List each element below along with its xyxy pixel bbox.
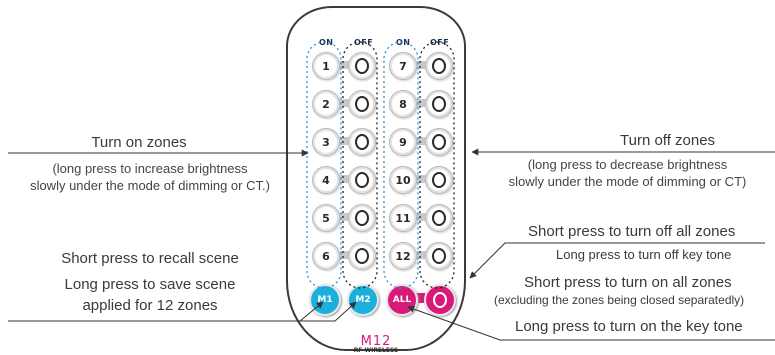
key-tone-off-label: Long press to turn off key tone — [556, 247, 732, 262]
brand-logo: M12 — [360, 334, 392, 349]
turn-off-zones-title: Turn off zones — [620, 132, 716, 149]
brand-subtitle: RF WIRELESS — [353, 347, 399, 354]
zone-on-button-7[interactable]: 7 — [389, 52, 417, 80]
zone-off-button-12[interactable] — [425, 242, 453, 270]
zone-off-button-5[interactable] — [348, 204, 376, 232]
scene-m2-button[interactable]: M2 — [347, 284, 379, 316]
column-label-on-right: ON — [396, 38, 411, 47]
zone-on-button-8[interactable]: 8 — [389, 90, 417, 118]
turn-off-all-label: Short press to turn off all zones — [528, 223, 736, 240]
zone-off-button-10[interactable] — [425, 166, 453, 194]
zone-on-button-12[interactable]: 12 — [389, 242, 417, 270]
zone-on-button-2[interactable]: 2 — [312, 90, 340, 118]
recall-scene-label: Short press to recall scene — [61, 250, 239, 267]
column-label-off-left: OFF — [354, 38, 374, 47]
zone-on-button-9[interactable]: 9 — [389, 128, 417, 156]
all-off-button[interactable] — [424, 284, 456, 316]
zone-off-button-9[interactable] — [425, 128, 453, 156]
zone-on-button-6[interactable]: 6 — [312, 242, 340, 270]
column-label-off-right: OFF — [430, 38, 450, 47]
key-tone-callout-line — [407, 305, 775, 341]
zone-off-button-2[interactable] — [348, 90, 376, 118]
zone-off-button-1[interactable] — [348, 52, 376, 80]
zone-on-button-4[interactable]: 4 — [312, 166, 340, 194]
off-all-callout-line — [469, 242, 765, 279]
column-label-on-left: ON — [319, 38, 334, 47]
save-scene-label-line2: applied for 12 zones — [82, 297, 218, 314]
scene-m1-button[interactable]: M1 — [309, 284, 341, 316]
zone-off-button-3[interactable] — [348, 128, 376, 156]
turn-off-zones-note-line1: (long press to decrease brightness — [527, 157, 728, 172]
zone-on-button-10[interactable]: 10 — [389, 166, 417, 194]
zone-off-button-8[interactable] — [425, 90, 453, 118]
off-column-outline-right — [419, 41, 455, 289]
zone-on-button-5[interactable]: 5 — [312, 204, 340, 232]
on-column-outline-right — [383, 41, 419, 289]
zone-on-button-3[interactable]: 3 — [312, 128, 340, 156]
key-tone-on-label: Long press to turn on the key tone — [515, 318, 743, 335]
scene-m1-callout-line — [8, 301, 324, 322]
zone-on-button-1[interactable]: 1 — [312, 52, 340, 80]
save-scene-label-line1: Long press to save scene — [64, 276, 236, 293]
turn-on-all-note: (excluding the zones being closed separa… — [494, 293, 745, 307]
scene-m2-callout-line — [300, 301, 357, 322]
turn-on-zones-title: Turn on zones — [91, 134, 187, 151]
zone-off-button-7[interactable] — [425, 52, 453, 80]
zone-on-button-11[interactable]: 11 — [389, 204, 417, 232]
turn-off-zones-note-line2: slowly under the mode of dimming or CT) — [508, 174, 747, 189]
off-column-outline-left — [342, 41, 378, 289]
on-column-outline-left — [306, 41, 342, 289]
turn-on-zones-note-line1: (long press to increase brightness — [52, 161, 248, 176]
turn-on-zones-note-line2: slowly under the mode of dimming or CT.) — [30, 178, 270, 193]
zone-off-button-11[interactable] — [425, 204, 453, 232]
zone-off-button-4[interactable] — [348, 166, 376, 194]
remote-control: ON OFF ON OFF 1 7 2 8 3 9 4 10 5 11 6 12… — [286, 6, 466, 354]
turn-on-all-label: Short press to turn on all zones — [524, 274, 732, 291]
zone-off-button-6[interactable] — [348, 242, 376, 270]
